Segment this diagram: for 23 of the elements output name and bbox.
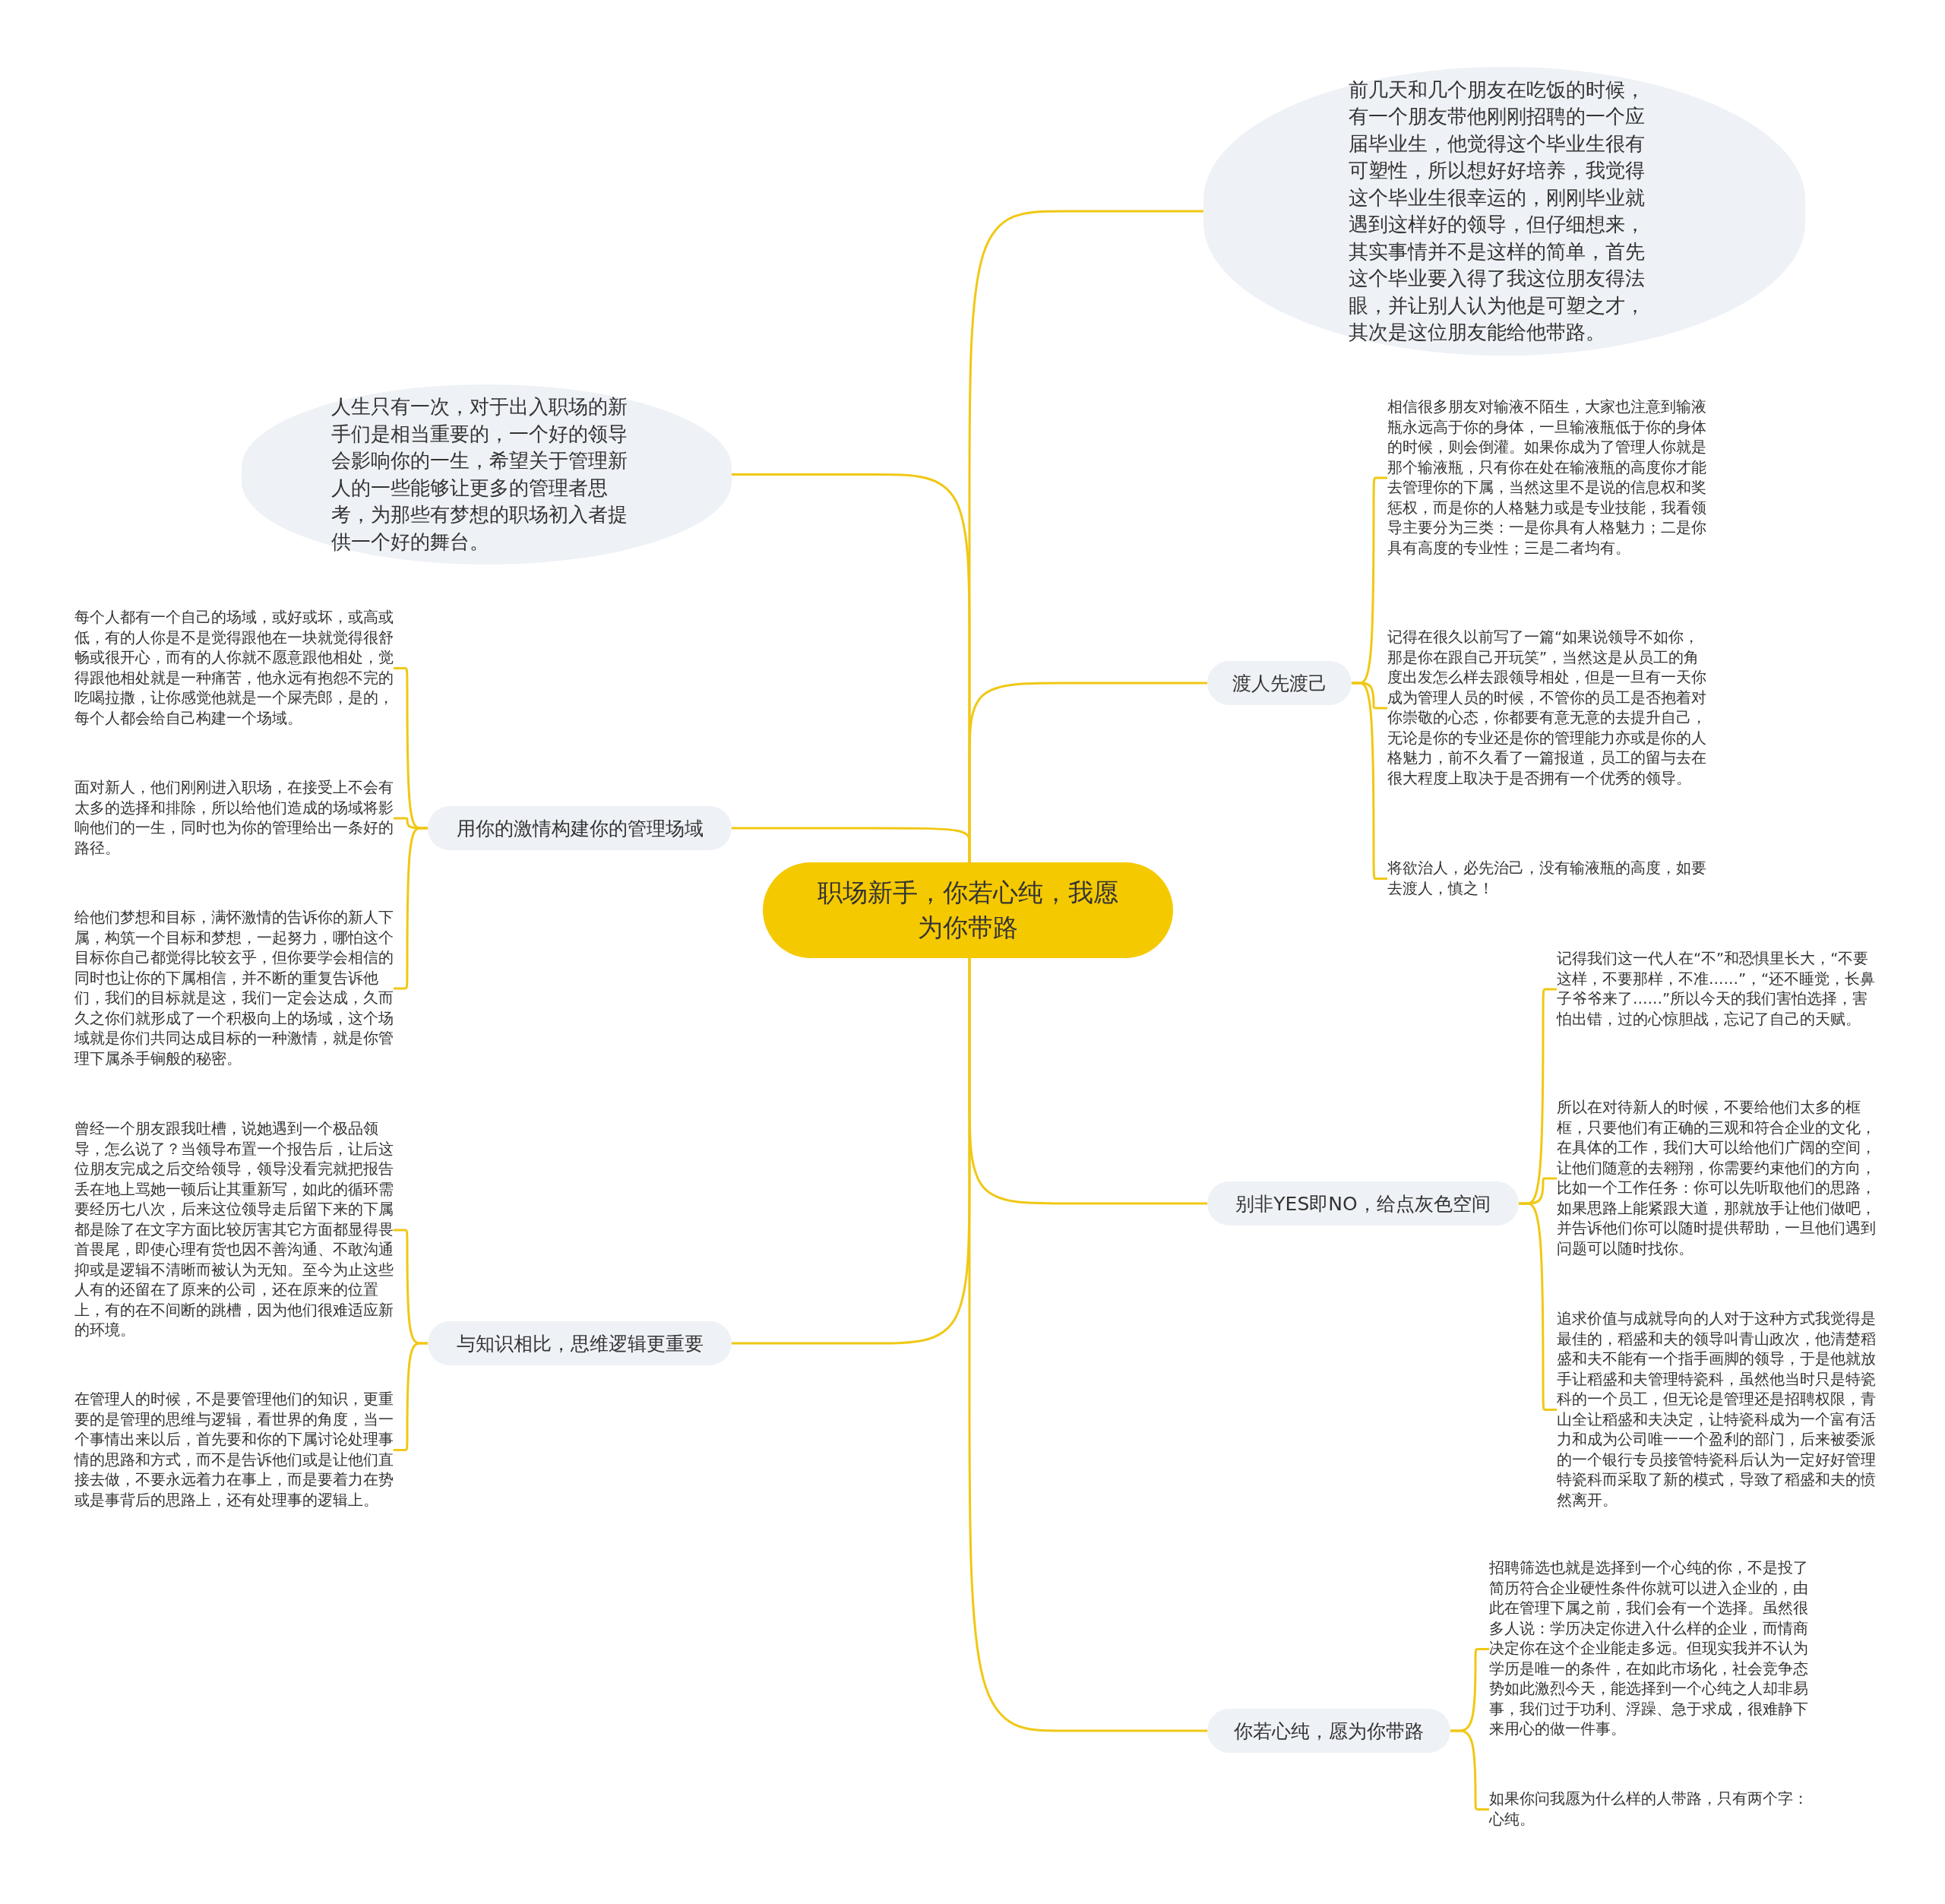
note-text: 如果你问我愿为什么样的人带路，只有两个字：心纯。 bbox=[1489, 1789, 1808, 1830]
central-topic: 职场新手，你若心纯，我愿为你带路 bbox=[763, 862, 1173, 958]
topic-pill: 与知识相比，思维逻辑更重要 bbox=[428, 1321, 732, 1365]
note-text: 记得在很久以前写了一篇“如果说领导不如你，那是你在跟自己开玩笑”，当然这是从员工的角度出发怎么样去跟领导相处，但是一旦有一天你成为管理人员的时候，不管你的员工是否抱着对你崇敬的心态，你都要有意无意的去提升自己，无论是你的专业还是你的管理能力亦或是你的人格魅力，前不久看了一篇报道，员工的留与去在很大程度上取决于是否拥有一个优秀的领导。 bbox=[1387, 628, 1706, 789]
topic-pill: 你若心纯，愿为你带路 bbox=[1207, 1709, 1450, 1753]
note-text: 给他们梦想和目标，满怀激情的告诉你的新人下属，构筑一个目标和梦想，一起努力，哪怕这个目标你自己都觉得比较玄乎，但你要学会相信的同时也让你的下属相信，并不断的重复告诉他们，我们的目标就是这，我们一定会达成，久而久之你们就形成了一个积极向上的场域，这个场域就是你们共同达成目标的一种激情，就是你管理下属杀手锏般的秘密。 bbox=[74, 908, 394, 1069]
bubble-text: 前几天和几个朋友在吃饭的时候，有一个朋友带他刚刚招聘的一个应届毕业生，他觉得这个毕业生很有可塑性，所以想好好培养，我觉得这个毕业生很幸运的，刚刚毕业就遇到这样好的领导，但仔细想来，其实事情并不是这样的简单，首先这个毕业要入得了我这位朋友得法眼，并让别人认为他是可塑之才，其次是这位朋友能给他带路。 bbox=[1349, 77, 1646, 345]
topic-pill: 用你的激情构建你的管理场域 bbox=[428, 806, 732, 850]
note-text: 所以在对待新人的时候，不要给他们太多的框框，只要他们有正确的三观和符合企业的文化，在具体的工作，我们大可以给他们广阔的空间，让他们随意的去翱翔，你需要约束他们的方向，比如一个工作任务：你可以先听取他们的思路，如果思路上能紧跟大道，那就放手让他们做吧，并告诉他们你可以随时提供帮助，一旦他们遇到问题可以随时找你。 bbox=[1557, 1098, 1876, 1259]
note-text: 在管理人的时候，不是要管理他们的知识，更重要的是管理的思维与逻辑，看世界的角度，当一个事情出来以后，首先要和你的下属讨论处理事情的思路和方式，而不是告诉他们或是让他们直接去做，不要永远着力在事上，而是要着力在势或是事背后的思路上，还有处理事的逻辑上。 bbox=[74, 1390, 394, 1510]
note-text: 招聘筛选也就是选择到一个心纯的你，不是投了简历符合企业硬性条件你就可以进入企业的，由此在管理下属之前，我们会有一个选择。虽然很多人说：学历决定你进入什么样的企业，而情商决定你在这个企业能走多远。但现实我并不认为学历是唯一的条件，在如此市场化，社会竞争态势如此激烈今天，能选择到一个心纯之人却非易事，我们过于功利、浮躁、急于求成，很难静下来用心的做一件事。 bbox=[1489, 1558, 1808, 1740]
connector-line bbox=[732, 827, 971, 862]
note-text: 将欲治人，必先治己，没有输液瓶的高度，如要去渡人，慎之！ bbox=[1387, 859, 1706, 899]
note-text: 曾经一个朋友跟我吐槽，说她遇到一个极品领导，怎么说了？当领导布置一个报告后，让后这位朋友完成之后交给领导，领导没看完就把报告丢在地上骂她一顿后让其重新写，如此的循环需要经历七八次，后来这位领导走后留下来的下属都是除了在文字方面比较厉害其它方面都显得畏首畏尾，即使心理有货也因不善沟通、不敢沟通抑或是逻辑不清晰而被认为无知。至今为止这些人有的还留在了原来的公司，还在原来的位置上，有的在不间断的跳槽，因为他们很难适应新的环境。 bbox=[74, 1119, 394, 1341]
topic-pill: 别非YES即NO，给点灰色空间 bbox=[1207, 1181, 1519, 1226]
connector-line bbox=[968, 958, 1207, 1732]
note-text: 每个人都有一个自己的场域，或好或坏，或高或低，有的人你是不是觉得跟他在一块就觉得很舒畅或很开心，而有的人你就不愿意跟他相处，觉得跟他相处就是一种痛苦，他永远有抱怨不完的吃喝拉撒，让你感觉他就是一个屎壳郎，是的，每个人都会给自己构建一个场域。 bbox=[74, 608, 394, 729]
note-text: 记得我们这一代人在“不”和恐惧里长大，“不要这样，不要那样，不准……”，“还不睡觉，长鼻子爷爷来了……”所以今天的我们害怕选择，害怕出错，过的心惊胆战，忘记了自己的天赋。 bbox=[1557, 949, 1876, 1029]
topic-pill: 渡人先渡己 bbox=[1207, 661, 1352, 705]
note-text: 面对新人，他们刚刚进入职场，在接受上不会有太多的选择和排除，所以给他们造成的场域将影响他们的一生，同时也为你的管理给出一条好的路径。 bbox=[74, 778, 394, 859]
note-text: 相信很多朋友对输液不陌生，大家也注意到输液瓶永远高于你的身体，一旦输液瓶低于你的身体的时候，则会倒灌。如果你成为了管理人你就是那个输液瓶，只有你在处在输液瓶的高度你才能去管理你的下属，当然这里不是说的信息权和奖惩权，而是你的人格魅力或是专业技能，我看领导主要分为三类：一是你具有人格魅力；二是你具有高度的专业性；三是二者均有。 bbox=[1387, 397, 1706, 558]
note-text: 追求价值与成就导向的人对于这种方式我觉得是最佳的，稻盛和夫的领导叫青山政次，他清楚稻盛和夫不能有一个指手画脚的领导，于是他就放手让稻盛和夫管理特瓷科，虽然他当时只是特瓷科的一个员工，但无论是管理还是招聘权限，青山全让稻盛和夫决定，让特瓷科成为一个富有活力和成为公司唯一一个盈利的部门，后来被委派的一个银行专员接管特瓷科后认为一定好好管理特瓷科而采取了新的模式，导致了稻盛和夫的愤然离开。 bbox=[1557, 1309, 1876, 1510]
bubble-text: 人生只有一次，对于出入职场的新手们是相当重要的，一个好的领导会影响你的一生，希望关于管理新人的一些能够让更多的管理者思考，为那些有梦想的职场初入者提供一个好的舞台。 bbox=[330, 394, 628, 555]
